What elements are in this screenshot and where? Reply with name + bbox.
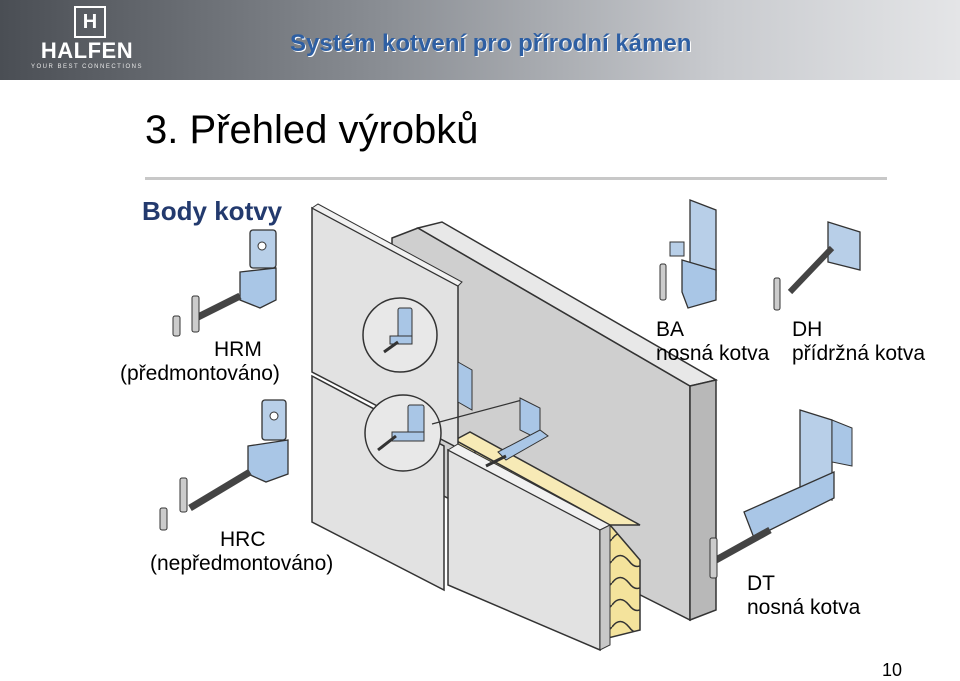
ba-code: BA — [656, 318, 685, 341]
ba-name: nosná kotva — [656, 342, 770, 365]
hrm-label: HRM — [214, 338, 262, 362]
dh-code: DH — [792, 318, 823, 341]
hrm-code: HRM — [214, 338, 262, 361]
hrc-anchor-icon — [159, 399, 289, 531]
logo-tagline: YOUR BEST CONNECTIONS — [30, 64, 144, 70]
wall-anchor-lower — [485, 397, 549, 468]
dt-name: nosná kotva — [747, 596, 861, 619]
header-title: Systém kotvení pro přírodní kámen — [290, 30, 692, 57]
hrc-code: HRC — [220, 528, 266, 551]
hrm-anchor-icon — [172, 229, 277, 337]
hrc-note: (nepředmontováno) — [150, 552, 334, 575]
halfen-logo: H HALFEN YOUR BEST CONNECTIONS — [22, 6, 152, 74]
dt-anchor-icon — [709, 409, 853, 579]
page-number: 10 — [882, 660, 903, 680]
leader-line — [431, 399, 523, 425]
detail-callout-upper — [362, 297, 438, 373]
hrm-note: (předmontováno) — [120, 362, 280, 385]
dt-code: DT — [747, 572, 775, 595]
page-title: 3. Přehled výrobků — [145, 108, 479, 152]
logo-mark-icon: H — [74, 6, 106, 38]
section-heading: Body kotvy — [142, 196, 283, 226]
title-divider — [145, 177, 887, 180]
wall-anchor-upper — [457, 361, 473, 411]
detail-callout-lower — [364, 394, 442, 472]
dh-name: přídržná kotva — [792, 342, 926, 365]
ba-anchor-icon — [659, 199, 717, 309]
dh-anchor-icon — [773, 221, 861, 311]
header-bar: H HALFEN YOUR BEST CONNECTIONS Systém ko… — [0, 0, 960, 80]
logo-name: HALFEN — [40, 38, 134, 63]
